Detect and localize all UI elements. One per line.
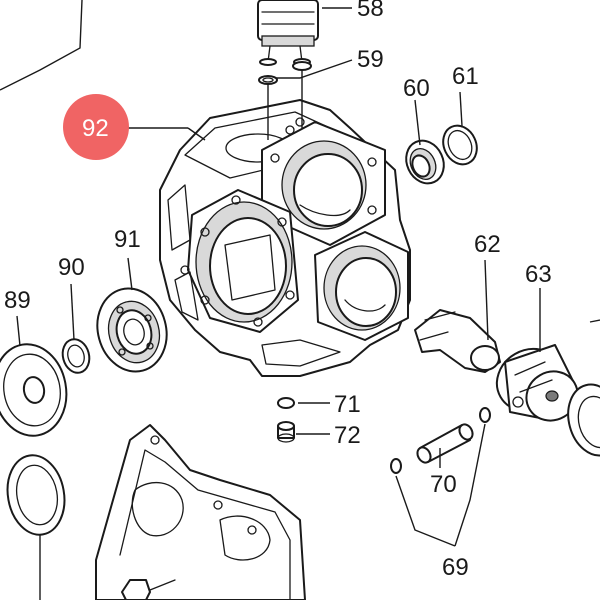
part-62-connecting-rod[interactable]	[414, 309, 501, 373]
part-89-washer[interactable]	[0, 338, 73, 441]
bottom-bracket	[95, 424, 306, 600]
part-72-nut[interactable]	[277, 421, 295, 443]
part-71-washer[interactable]	[277, 397, 295, 409]
highlight-marker	[63, 94, 129, 160]
part-70-piston-pin[interactable]	[415, 422, 475, 465]
part-58-cylinder[interactable]	[257, 0, 319, 66]
part-69-clips[interactable]	[390, 407, 491, 474]
partial-leader-top-left	[0, 0, 83, 91]
label-72: 72	[334, 422, 361, 449]
part-90-ring[interactable]	[59, 336, 93, 376]
label-59: 59	[357, 46, 384, 73]
part-91-bearing[interactable]	[88, 281, 175, 380]
part-63-piston[interactable]	[486, 337, 587, 430]
label-69: 69	[442, 554, 469, 581]
label-71: 71	[334, 391, 361, 418]
label-91: 91	[114, 226, 141, 253]
part-92-pump-housing[interactable]	[159, 99, 411, 377]
label-63: 63	[525, 261, 552, 288]
label-90: 90	[58, 254, 85, 281]
label-89: 89	[4, 287, 31, 314]
label-60: 60	[403, 75, 430, 102]
label-92: 92	[82, 115, 109, 142]
part-60-seal[interactable]	[399, 134, 450, 189]
right-edge-rings	[567, 319, 600, 457]
part-61-circlip[interactable]	[437, 120, 483, 170]
label-70: 70	[430, 471, 457, 498]
label-61: 61	[452, 63, 479, 90]
leader-lines	[16, 7, 541, 547]
lower-left-seal	[6, 454, 66, 600]
label-58: 58	[357, 0, 384, 22]
label-62: 62	[474, 231, 501, 258]
part-59-o-rings[interactable]	[258, 61, 312, 85]
